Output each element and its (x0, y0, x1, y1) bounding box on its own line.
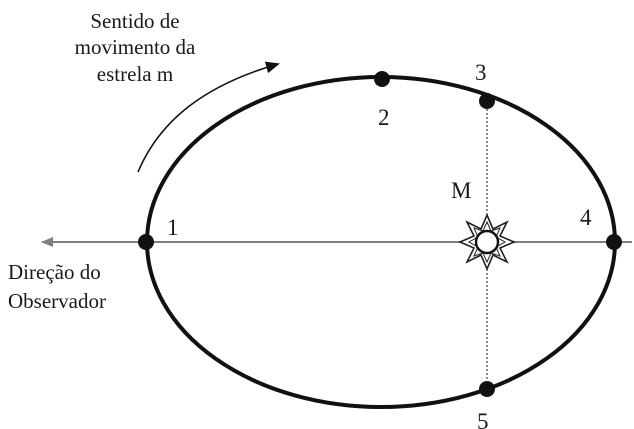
motion-caption-line-1: Sentido de (90, 9, 179, 33)
position-label-1: 1 (167, 215, 179, 240)
position-label-2: 2 (378, 105, 390, 130)
position-label-4: 4 (580, 205, 592, 230)
position-label-5: 5 (477, 409, 489, 429)
observer-caption-line-2: Observador (8, 289, 106, 313)
motion-caption-line-3: estrela m (97, 62, 173, 86)
position-dot-3 (479, 93, 495, 109)
motion-caption-line-2: movimento da (75, 35, 196, 59)
central-star-icon (457, 212, 517, 272)
motion-direction-arrow (137, 61, 280, 173)
position-dot-5 (479, 381, 495, 397)
observer-caption-line-1: Direção do (8, 260, 101, 284)
position-dot-2 (374, 71, 390, 87)
position-label-3: 3 (475, 60, 487, 85)
position-dot-4 (606, 234, 622, 250)
position-dot-1 (138, 234, 154, 250)
central-star-label: M (451, 178, 471, 203)
